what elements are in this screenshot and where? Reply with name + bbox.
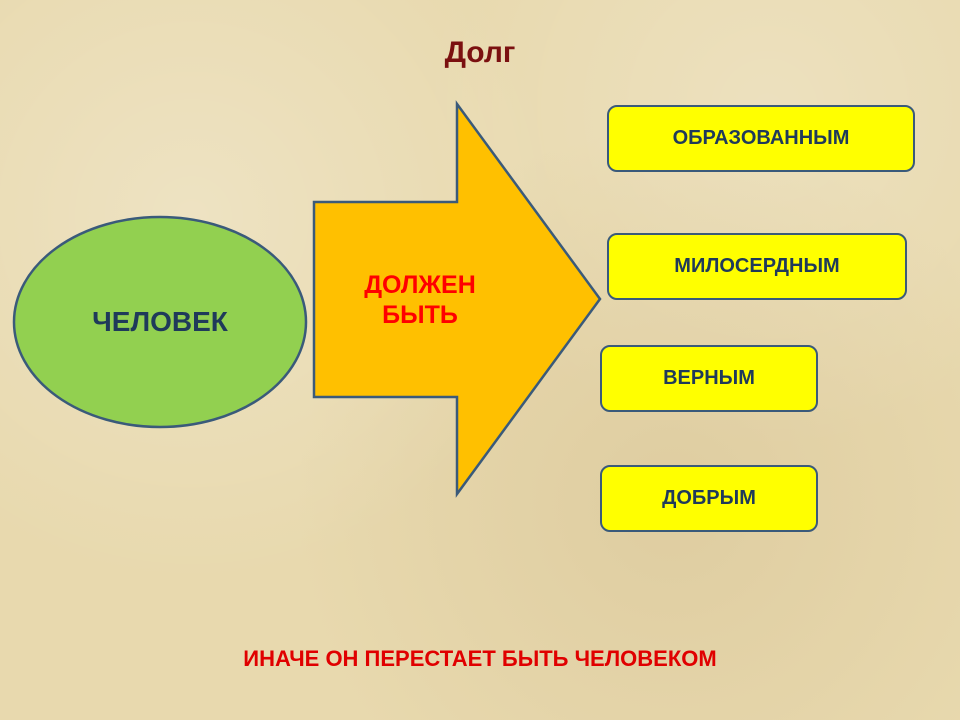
footer-text: ИНАЧЕ ОН ПЕРЕСТАЕТ БЫТЬ ЧЕЛОВЕКОМ <box>243 646 717 671</box>
arrow-label-line1: ДОЛЖЕН <box>364 271 476 299</box>
quality-box-educated: ОБРАЗОВАННЫМ <box>607 105 915 172</box>
person-label: ЧЕЛОВЕК <box>92 306 228 337</box>
quality-box-faithful: ВЕРНЫМ <box>600 345 818 412</box>
person-ellipse <box>12 215 308 429</box>
arrow-label: ДОЛЖЕН БЫТЬ <box>330 270 510 330</box>
quality-box-merciful: МИЛОСЕРДНЫМ <box>607 233 907 300</box>
quality-box-kind: ДОБРЫМ <box>600 465 818 532</box>
arrow-shape <box>312 100 602 498</box>
arrow-label-line2: БЫТЬ <box>382 301 458 329</box>
slide-title: Долг <box>444 36 516 69</box>
